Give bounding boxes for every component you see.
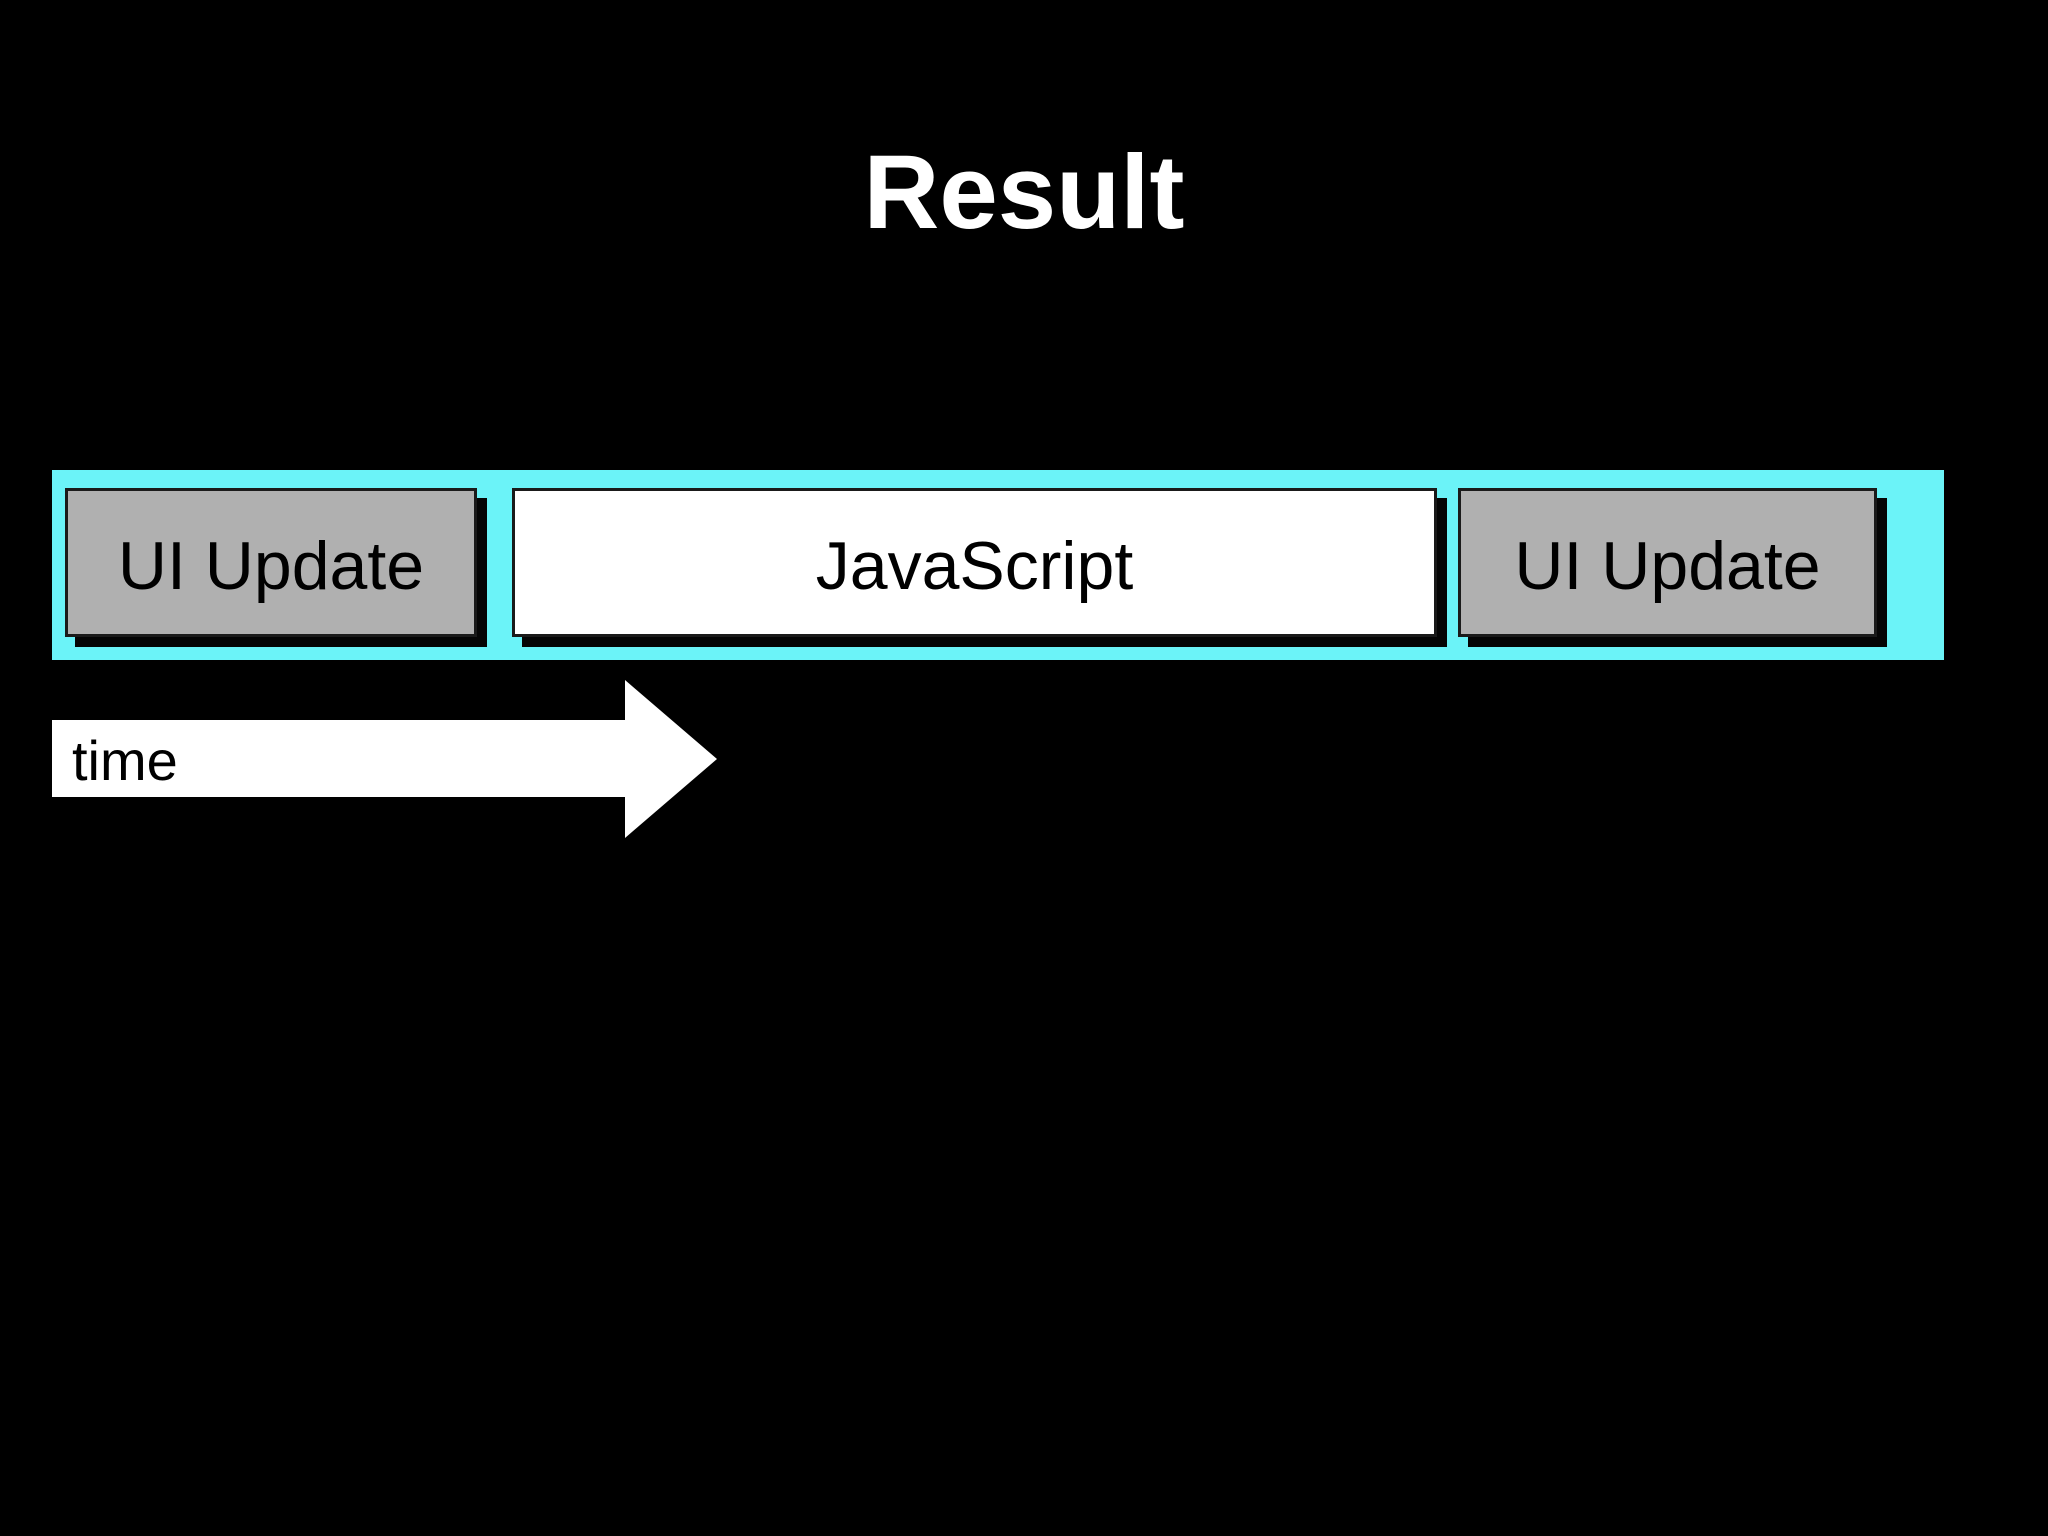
segment-javascript: JavaScript <box>512 488 1437 637</box>
segment-ui-update-first-label: UI Update <box>117 527 425 604</box>
page-title: Result <box>863 134 1185 251</box>
time-arrow: time <box>52 680 717 838</box>
segment-ui-update-first: UI Update <box>65 488 477 637</box>
time-axis-label: time <box>72 728 178 792</box>
time-arrow-head-icon <box>625 680 717 838</box>
segment-javascript-label: JavaScript <box>815 527 1134 604</box>
segment-ui-update-second-label: UI Update <box>1514 527 1821 604</box>
segment-ui-update-second: UI Update <box>1458 488 1877 637</box>
timeline-track: UI Update JavaScript UI Update <box>52 470 1944 660</box>
time-arrow-tail: time <box>52 720 625 797</box>
